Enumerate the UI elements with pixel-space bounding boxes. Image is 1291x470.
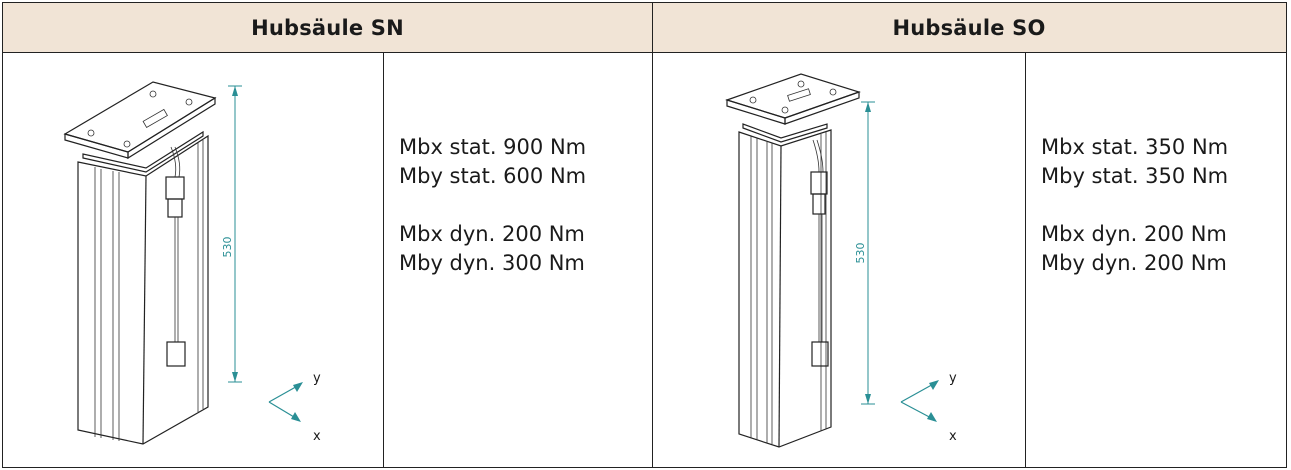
axis-indicator-sn [268, 382, 303, 422]
axis-indicator-so [900, 380, 939, 422]
spec-line: Mby stat. 350 Nm [1041, 164, 1229, 188]
spec-line: Mbx stat. 900 Nm [399, 135, 587, 159]
top-plate-sn [63, 81, 217, 160]
spec-line: Mbx dyn. 200 Nm [1041, 222, 1227, 246]
axis-label-x-so: x [949, 429, 957, 444]
spec-spacer [1041, 191, 1228, 220]
cell-divider-sn [383, 52, 384, 467]
cable-so [810, 139, 829, 367]
dimension-line-sn [228, 85, 242, 383]
table-header: Hubsäule SN Hubsäule SO [3, 3, 1286, 53]
axis-label-y-so: y [949, 371, 957, 386]
spec-spacer [399, 191, 586, 220]
spec-line: Mby dyn. 200 Nm [1041, 251, 1227, 275]
column-divider [652, 3, 653, 467]
specs-sn: Mbx stat. 900 Nm Mby stat. 600 Nm Mbx dy… [399, 133, 586, 278]
spec-line: Mbx dyn. 200 Nm [399, 222, 585, 246]
dimension-label-sn: 530 [221, 237, 234, 258]
dimension-line-so [861, 101, 875, 405]
header-cell-sn: Hubsäule SN [251, 15, 404, 40]
header-cell-so: Hubsäule SO [892, 15, 1046, 40]
cell-divider-so [1025, 52, 1026, 467]
axis-label-y-sn: y [313, 371, 321, 386]
spec-line: Mbx stat. 350 Nm [1041, 135, 1229, 159]
column-drawing-sn: 530 y x [63, 81, 321, 445]
spec-line: Mby dyn. 300 Nm [399, 251, 585, 275]
column-body-sn [77, 130, 209, 445]
dimension-label-so: 530 [854, 243, 867, 264]
top-plate-so [725, 73, 861, 125]
specs-so: Mbx stat. 350 Nm Mby stat. 350 Nm Mbx dy… [1041, 133, 1228, 278]
column-drawing-so: 530 y x [725, 73, 957, 448]
axis-label-x-sn: x [313, 429, 321, 444]
column-body-so [738, 123, 832, 448]
spec-line: Mby stat. 600 Nm [399, 164, 587, 188]
cable-sn [165, 146, 186, 367]
